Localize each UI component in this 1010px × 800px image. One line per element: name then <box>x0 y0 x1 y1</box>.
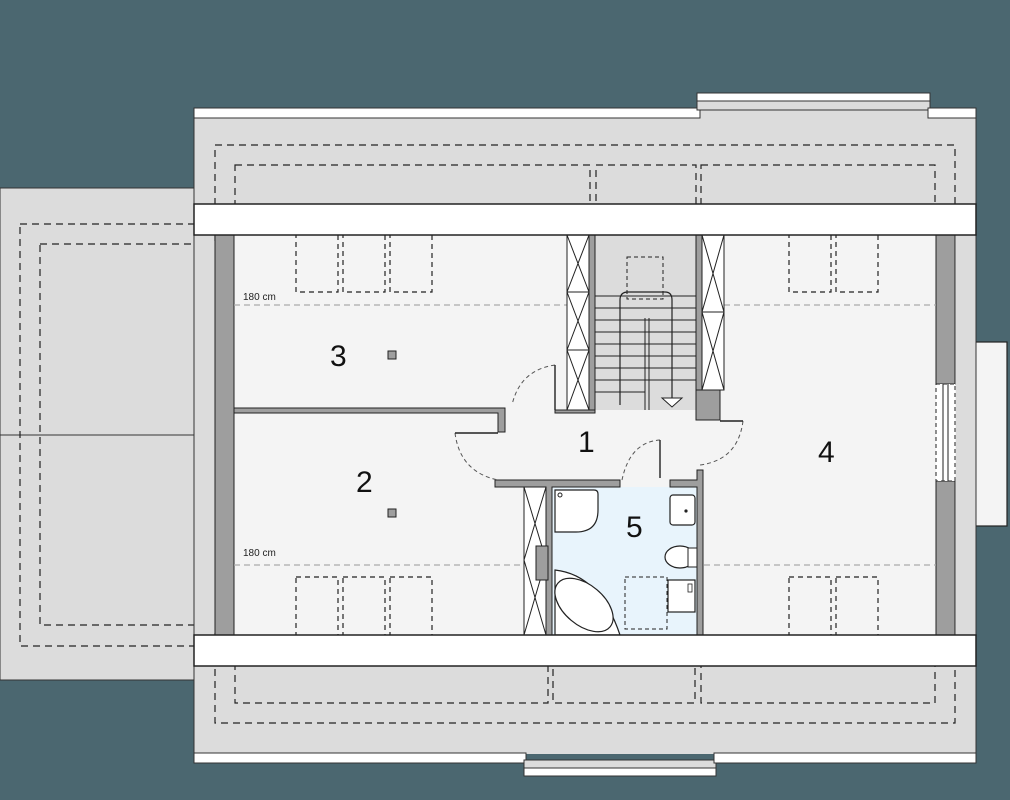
left-roof <box>0 187 216 681</box>
room-label-3: 3 <box>330 340 347 373</box>
partition-wall-2-3 <box>233 407 506 433</box>
room-label-4: 4 <box>818 436 835 469</box>
room-label-1: 1 <box>578 426 595 459</box>
doors <box>454 364 744 481</box>
bottom-beam <box>193 634 977 667</box>
height-label-bottom: 180 cm <box>243 548 276 559</box>
top-beam <box>193 203 977 236</box>
room-label-5: 5 <box>626 511 643 544</box>
room-label-2: 2 <box>356 466 373 499</box>
stairwell <box>554 234 721 421</box>
bathroom <box>494 469 704 636</box>
top-skylights <box>295 231 879 293</box>
height-label-top: 180 cm <box>243 292 276 303</box>
bottom-skylights <box>295 576 879 638</box>
post-room-3 <box>387 350 397 360</box>
post-room-2 <box>387 508 397 518</box>
